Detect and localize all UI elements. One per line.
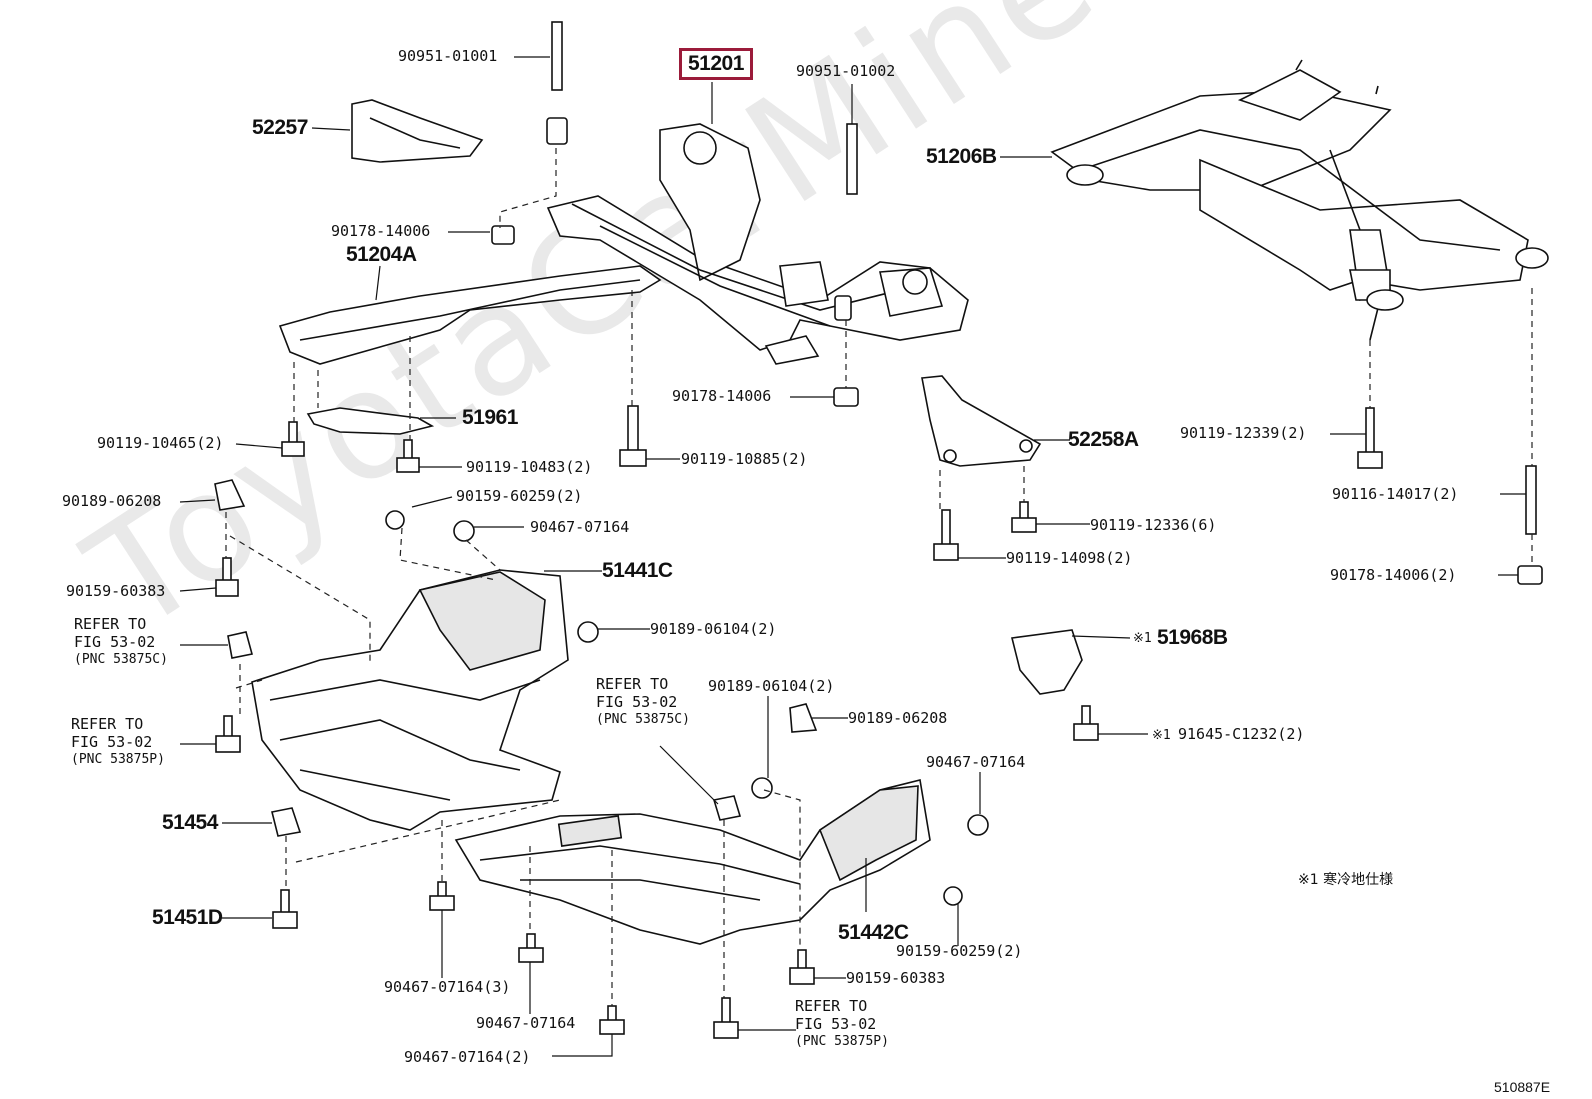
bracket-52258A — [921, 375, 1042, 467]
brace-51204A — [278, 265, 662, 365]
label-90119-10483: 90119-10483(2) — [466, 458, 593, 476]
label-90159-60383-a: 90159-60383 — [66, 582, 166, 600]
alignment-lines — [225, 148, 1533, 1006]
label-90951-01001: 90951-01001 — [398, 47, 498, 65]
label-51442C: 51442C — [838, 921, 909, 944]
label-51451D: 51451D — [152, 906, 223, 929]
refer-to-fig-1[interactable]: REFER TO FIG 53-02 (PNC 53875C) — [74, 615, 168, 669]
label-52257: 52257 — [252, 116, 308, 139]
cold-area-mark-1: ※1 — [1133, 631, 1152, 646]
label-51441C: 51441C — [602, 559, 673, 582]
label-90951-01002: 90951-01002 — [796, 62, 896, 80]
label-90189-06104-b: 90189-06104(2) — [708, 677, 835, 695]
refer-line3: (PNC 53875P) — [795, 1034, 889, 1049]
bracket-52257 — [351, 99, 484, 163]
refer-line2: FIG 53-02 — [795, 1015, 877, 1033]
label-90178-14006-a: 90178-14006 — [331, 222, 431, 240]
label-90467-07164-3: 90467-07164(3) — [384, 978, 511, 996]
label-52258A: 52258A — [1068, 428, 1139, 451]
label-90116-14017: 90116-14017(2) — [1332, 485, 1459, 503]
label-90178-14006-b: 90178-14006 — [672, 387, 772, 405]
label-90159-60259-b: 90159-60259(2) — [896, 942, 1023, 960]
label-51454: 51454 — [162, 811, 218, 834]
label-51968B: 51968B — [1157, 626, 1228, 649]
figure-code: 510887E — [1494, 1079, 1551, 1095]
subframe-51206B — [1050, 59, 1549, 341]
label-51201-highlighted[interactable]: 51201 — [679, 48, 753, 80]
refer-to-fig-4[interactable]: REFER TO FIG 53-02 (PNC 53875P) — [795, 997, 889, 1051]
label-90119-10885: 90119-10885(2) — [681, 450, 808, 468]
label-90119-10465: 90119-10465(2) — [97, 434, 224, 452]
label-51206B: 51206B — [926, 145, 997, 168]
label-90119-14098: 90119-14098(2) — [1006, 549, 1133, 567]
label-90467-07164-c: 90467-07164 — [476, 1014, 576, 1032]
refer-line3: (PNC 53875C) — [74, 652, 168, 667]
fasteners — [214, 21, 1543, 1039]
label-51204A: 51204A — [346, 243, 417, 266]
leader-lines — [179, 56, 1526, 1057]
refer-line2: FIG 53-02 — [74, 633, 156, 651]
label-90189-06208-a: 90189-06208 — [62, 492, 162, 510]
cover-51441C — [251, 569, 569, 831]
label-90467-07164-2: 90467-07164(2) — [404, 1048, 531, 1066]
label-90119-12336: 90119-12336(6) — [1090, 516, 1217, 534]
label-90119-12339: 90119-12339(2) — [1180, 424, 1307, 442]
refer-line3: (PNC 53875C) — [596, 712, 690, 727]
label-90467-07164-b: 90467-07164 — [926, 753, 1026, 771]
note-cold-area-spec: ※1 寒冷地仕様 — [1298, 872, 1394, 888]
label-90467-07164-a: 90467-07164 — [530, 518, 630, 536]
refer-line2: FIG 53-02 — [71, 733, 153, 751]
label-90159-60383-b: 90159-60383 — [846, 969, 946, 987]
bracket-51968B — [1011, 629, 1083, 695]
refer-line1: REFER TO — [71, 715, 144, 733]
refer-to-fig-3[interactable]: REFER TO FIG 53-02 (PNC 53875C) — [596, 675, 690, 729]
bracket-51961 — [306, 407, 435, 435]
label-90189-06208-b: 90189-06208 — [848, 709, 948, 727]
cover-51442C — [454, 779, 931, 945]
label-51961: 51961 — [462, 406, 518, 429]
refer-line1: REFER TO — [74, 615, 147, 633]
cold-area-mark-2: ※1 — [1152, 728, 1171, 743]
refer-to-fig-2[interactable]: REFER TO FIG 53-02 (PNC 53875P) — [71, 715, 165, 769]
label-90178-14006-c: 90178-14006(2) — [1330, 566, 1457, 584]
subframe-51201 — [546, 117, 969, 365]
refer-line3: (PNC 53875P) — [71, 752, 165, 767]
label-91645-C1232: 91645-C1232(2) — [1178, 725, 1305, 743]
label-90159-60259-a: 90159-60259(2) — [456, 487, 583, 505]
refer-line1: REFER TO — [596, 675, 669, 693]
label-90189-06104-a: 90189-06104(2) — [650, 620, 777, 638]
refer-line2: FIG 53-02 — [596, 693, 678, 711]
refer-line1: REFER TO — [795, 997, 868, 1015]
